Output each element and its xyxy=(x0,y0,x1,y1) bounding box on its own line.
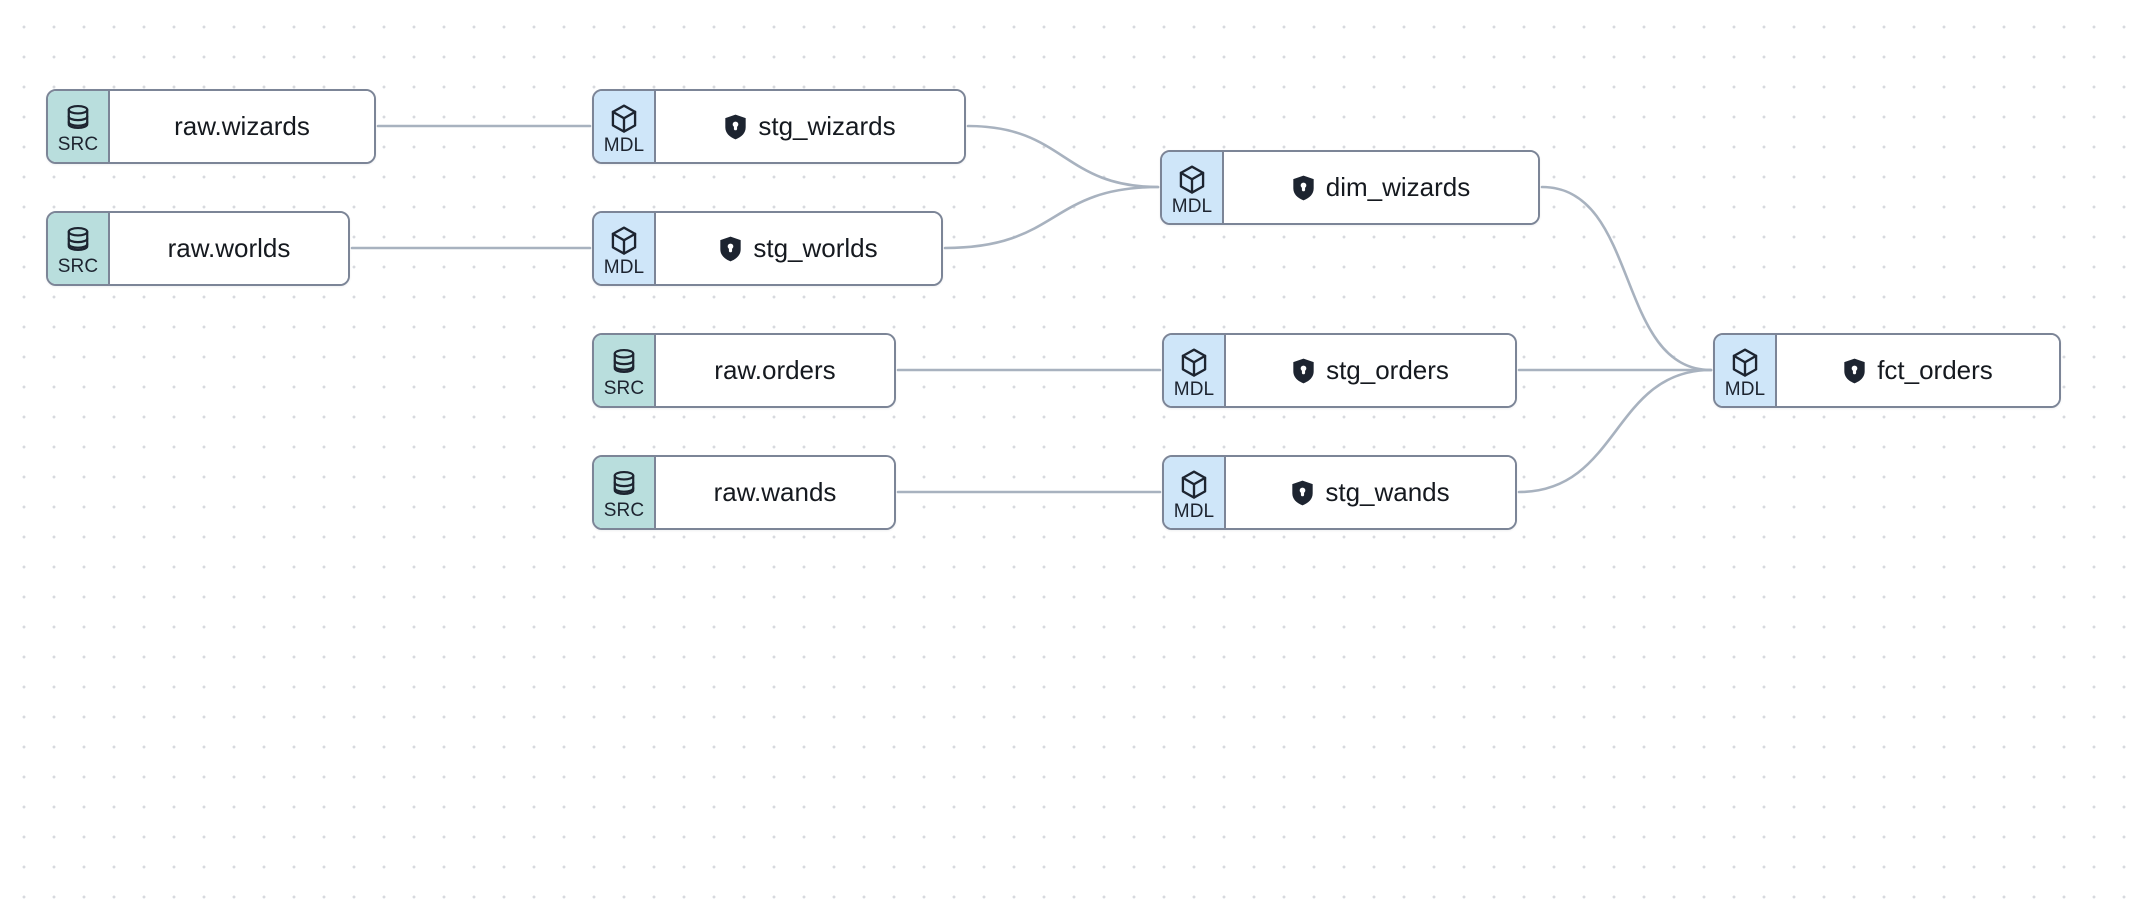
node-type-badge-model: MDL xyxy=(594,213,656,284)
node-body: raw.orders xyxy=(656,335,894,406)
node-type-badge-source: SRC xyxy=(594,457,656,528)
database-icon xyxy=(610,348,638,378)
node-raw_worlds[interactable]: SRC raw.worlds xyxy=(46,211,350,286)
node-title: stg_worlds xyxy=(753,233,878,263)
database-icon xyxy=(64,226,92,256)
cube-icon xyxy=(609,225,639,257)
lock-shield-icon xyxy=(1292,358,1315,384)
node-raw_wizards[interactable]: SRC raw.wizards xyxy=(46,89,376,164)
node-dim_wizards[interactable]: MDL dim_wizards xyxy=(1160,150,1540,225)
node-title: raw.wizards xyxy=(174,111,310,141)
cube-icon xyxy=(609,103,639,135)
node-body: stg_worlds xyxy=(656,213,941,284)
node-title: stg_wizards xyxy=(758,111,896,141)
node-type-badge-model: MDL xyxy=(1162,152,1224,223)
node-raw_wands[interactable]: SRC raw.wands xyxy=(592,455,896,530)
node-type-label: MDL xyxy=(1173,500,1215,522)
node-type-label: SRC xyxy=(603,499,645,521)
node-type-badge-source: SRC xyxy=(48,91,110,162)
node-fct_orders[interactable]: MDL fct_orders xyxy=(1713,333,2061,408)
node-body: fct_orders xyxy=(1777,335,2059,406)
node-raw_orders[interactable]: SRC raw.orders xyxy=(592,333,896,408)
lock-shield-icon xyxy=(1291,480,1314,506)
node-type-label: MDL xyxy=(1173,378,1215,400)
cube-icon xyxy=(1179,469,1209,501)
lock-shield-icon xyxy=(1843,358,1866,384)
edge-stg_worlds-to-dim_wizards xyxy=(943,185,1160,250)
cube-icon xyxy=(1179,347,1209,379)
node-body: stg_wizards xyxy=(656,91,964,162)
node-type-badge-model: MDL xyxy=(1715,335,1777,406)
node-stg_orders[interactable]: MDL stg_orders xyxy=(1162,333,1517,408)
node-body: raw.worlds xyxy=(110,213,348,284)
node-title: raw.worlds xyxy=(167,233,291,263)
node-type-label: MDL xyxy=(603,256,645,278)
node-stg_worlds[interactable]: MDL stg_worlds xyxy=(592,211,943,286)
edge-dim_wizards-to-fct_orders xyxy=(1540,185,1713,372)
node-body: raw.wizards xyxy=(110,91,374,162)
node-body: dim_wizards xyxy=(1224,152,1538,223)
database-icon xyxy=(610,470,638,500)
node-body: stg_wands xyxy=(1226,457,1515,528)
node-type-label: MDL xyxy=(1171,195,1213,217)
node-body: stg_orders xyxy=(1226,335,1515,406)
node-type-label: MDL xyxy=(1724,378,1766,400)
node-title: fct_orders xyxy=(1877,355,1993,385)
node-type-label: SRC xyxy=(57,133,99,155)
edge-stg_wizards-to-dim_wizards xyxy=(966,124,1160,189)
lock-shield-icon xyxy=(724,114,747,140)
node-type-badge-source: SRC xyxy=(594,335,656,406)
node-type-label: MDL xyxy=(603,134,645,156)
node-type-badge-model: MDL xyxy=(594,91,656,162)
node-title: stg_orders xyxy=(1326,355,1449,385)
node-type-badge-source: SRC xyxy=(48,213,110,284)
node-type-label: SRC xyxy=(57,255,99,277)
node-body: raw.wands xyxy=(656,457,894,528)
node-stg_wizards[interactable]: MDL stg_wizards xyxy=(592,89,966,164)
node-type-label: SRC xyxy=(603,377,645,399)
cube-icon xyxy=(1730,347,1760,379)
database-icon xyxy=(64,104,92,134)
lock-shield-icon xyxy=(719,236,742,262)
edge-stg_wands-to-fct_orders xyxy=(1517,368,1713,494)
cube-icon xyxy=(1177,164,1207,196)
node-type-badge-model: MDL xyxy=(1164,457,1226,528)
node-title: raw.wands xyxy=(713,477,837,507)
node-title: stg_wands xyxy=(1325,477,1450,507)
node-type-badge-model: MDL xyxy=(1164,335,1226,406)
node-title: raw.orders xyxy=(714,355,836,385)
node-title: dim_wizards xyxy=(1325,172,1471,202)
lock-shield-icon xyxy=(1292,175,1315,201)
node-stg_wands[interactable]: MDL stg_wands xyxy=(1162,455,1517,530)
